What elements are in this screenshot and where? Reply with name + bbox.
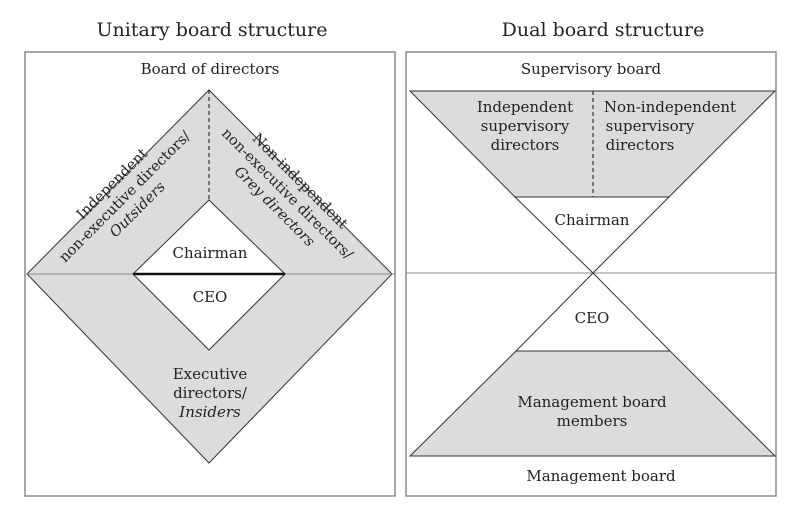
unitary-executive-line1: Executive [173,365,248,383]
unitary-title: Unitary board structure [97,19,328,41]
dual-nonindependent-line1: Non-independent [604,98,736,116]
dual-management-board-label: Management board [526,467,676,485]
unitary-ceo-label: CEO [193,288,228,306]
dual-frame [405,51,777,497]
unitary-board-label: Board of directors [141,60,280,78]
unitary-chairman-label: Chairman [173,244,248,262]
dual-independent-line3: directors [491,136,560,154]
dual-independent-line2: supervisory [481,117,570,135]
dual-members-line1: Management board [517,393,667,411]
dual-chairman-label: Chairman [555,211,630,229]
unitary-executive-line2: directors/ [173,384,248,402]
dual-management-members-region [408,350,777,457]
dual-ceo-label: CEO [575,309,610,327]
dual-nonindependent-line3: directors [606,136,675,154]
dual-chairman-region [513,196,671,274]
dual-members-line2: members [557,412,628,430]
dual-nonindependent-line2: supervisory [606,117,695,135]
unitary-executive-line3: Insiders [178,403,241,421]
dual-independent-line1: Independent [477,98,573,116]
dual-title: Dual board structure [502,19,705,41]
dual-supervisory-board-label: Supervisory board [521,60,662,78]
